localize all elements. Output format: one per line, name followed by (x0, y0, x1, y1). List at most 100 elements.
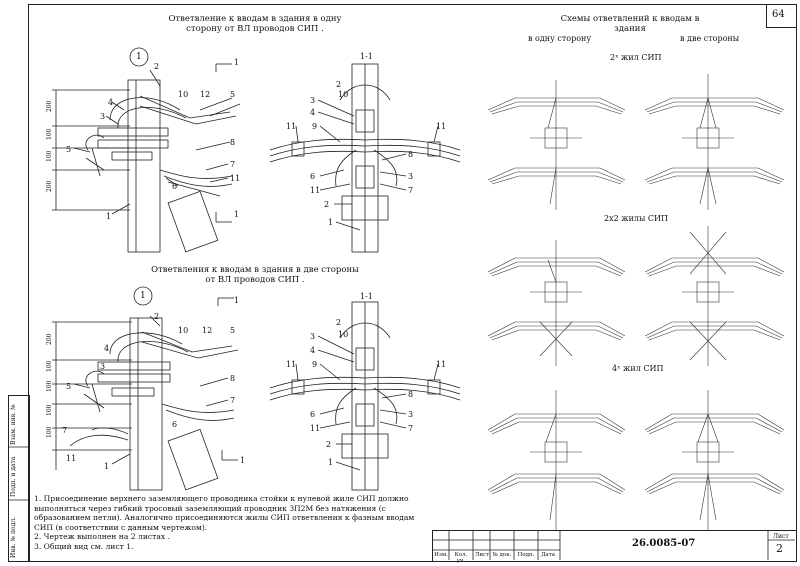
stamp-sheet-number: 2 (776, 542, 783, 555)
scheme-2-wire-two-sides (644, 74, 785, 210)
callout: 4 (310, 346, 316, 355)
callout: 11 (436, 360, 447, 369)
sheet-number-top: 64 (772, 9, 785, 20)
notes: 1. Присоединение верхнего заземляющего п… (34, 494, 434, 552)
section-mark: 1 (240, 456, 246, 465)
col-one-side: в одну сторону (528, 34, 592, 43)
col-two-sides: в две стороны (680, 34, 740, 43)
row-label-4-wires: 4ˣ жил СИП (612, 364, 664, 373)
callout: 2 (154, 62, 160, 71)
callout: 7 (230, 396, 236, 405)
title-block (432, 530, 797, 562)
scheme-diagrams (487, 74, 785, 530)
callout: 2 (326, 440, 332, 449)
document-code: 26.0085-07 (632, 538, 696, 549)
scheme-4-wire-one-side (487, 390, 626, 530)
callout: 6 (172, 420, 178, 429)
stamp-col-kol: Кол. уч. (454, 552, 468, 564)
callout: 10 (338, 330, 349, 339)
title-one-side: Ответвление к вводам в здания в одну сто… (168, 14, 342, 34)
callout: 2 (324, 200, 330, 209)
callout: 1 (104, 462, 110, 471)
callout: 5 (66, 145, 72, 154)
callout: 7 (230, 160, 236, 169)
stamp-col-izm: Изм. (434, 552, 448, 558)
side-stamp (8, 395, 30, 562)
row-label-2x2-wires: 2х2 жилы СИП (604, 214, 668, 223)
callout: 1 (106, 212, 112, 221)
callout: 5 (230, 326, 236, 335)
callout: 2 (336, 80, 342, 89)
callout: 10 (178, 326, 189, 335)
detail-view-bottom (52, 286, 239, 491)
callout: 3 (408, 172, 414, 181)
callout: 4 (310, 108, 316, 117)
callout: 10 (178, 90, 189, 99)
note-2: 2. Чертеж выполнен на 2 листах . (34, 532, 171, 542)
callout: 10 (338, 90, 349, 99)
callout: 4 (108, 98, 114, 107)
stamp-col-date: Дата (540, 552, 556, 558)
stamp-sheet-label: Лист (773, 533, 789, 540)
section-view-top (269, 63, 461, 253)
detail-circle-label: 1 (136, 52, 142, 62)
note-3: 3. Общий вид см. лист 1. (34, 541, 134, 551)
callout: 11 (286, 360, 297, 369)
callout: 6 (172, 182, 178, 191)
callout: 11 (310, 186, 321, 195)
callout: 7 (408, 186, 414, 195)
section-mark: 1 (234, 296, 240, 305)
callout: 6 (310, 410, 316, 419)
callout: 11 (66, 454, 77, 463)
callout: 3 (100, 112, 106, 121)
callout: 2 (336, 318, 342, 327)
section-label-2: 1-1 (360, 292, 373, 301)
scheme-2-wire-one-side (487, 80, 626, 210)
callout: 1 (328, 458, 334, 467)
callout: 7 (408, 424, 414, 433)
callout: 8 (408, 150, 414, 159)
callout: 5 (66, 382, 72, 391)
outer-frame (28, 4, 797, 562)
callout: 11 (436, 122, 447, 131)
stamp-col-doc: № док. (492, 552, 512, 558)
stamp-col-list: Лист (474, 552, 490, 558)
callout: 3 (310, 96, 316, 105)
callout: 1 (328, 218, 334, 227)
callout: 2 (154, 312, 160, 321)
detail-view-top (52, 47, 241, 253)
callout: 11 (230, 174, 241, 183)
callout: 8 (230, 374, 236, 383)
section-view-bottom (269, 301, 461, 491)
section-mark: 1 (234, 210, 240, 219)
callout: 12 (202, 326, 213, 335)
row-label-2-wires: 2ˣ жил СИП (610, 53, 662, 62)
sheet-number-box (766, 4, 797, 28)
callout: 11 (310, 424, 321, 433)
callout: 8 (230, 138, 236, 147)
callout: 7 (62, 426, 68, 435)
section-label-1: 1-1 (360, 52, 373, 61)
stamp-col-sign: Подп. (517, 552, 535, 558)
scheme-2x2-wire-two-sides (644, 226, 785, 366)
callout: 3 (408, 410, 414, 419)
callout: 5 (230, 90, 236, 99)
callout: 3 (310, 332, 316, 341)
scheme-2x2-wire-one-side (487, 240, 626, 366)
callout: 9 (312, 122, 318, 131)
callout: 6 (310, 172, 316, 181)
note-1: 1. Присоединение верхнего заземляющего п… (34, 494, 415, 532)
section-mark: 1 (234, 58, 240, 67)
schemes-title: Схемы ответвлений к вводам в здания (560, 14, 700, 34)
callout: 4 (104, 344, 110, 353)
callout: 12 (200, 90, 211, 99)
detail-circle-label: 1 (140, 291, 146, 301)
callout: 3 (100, 362, 106, 371)
scheme-4-wire-two-sides (644, 390, 785, 530)
callout: 11 (286, 122, 297, 131)
callout: 8 (408, 390, 414, 399)
title-two-sides: Ответвления к вводам в здания в две стор… (151, 265, 359, 285)
callout: 9 (312, 360, 318, 369)
